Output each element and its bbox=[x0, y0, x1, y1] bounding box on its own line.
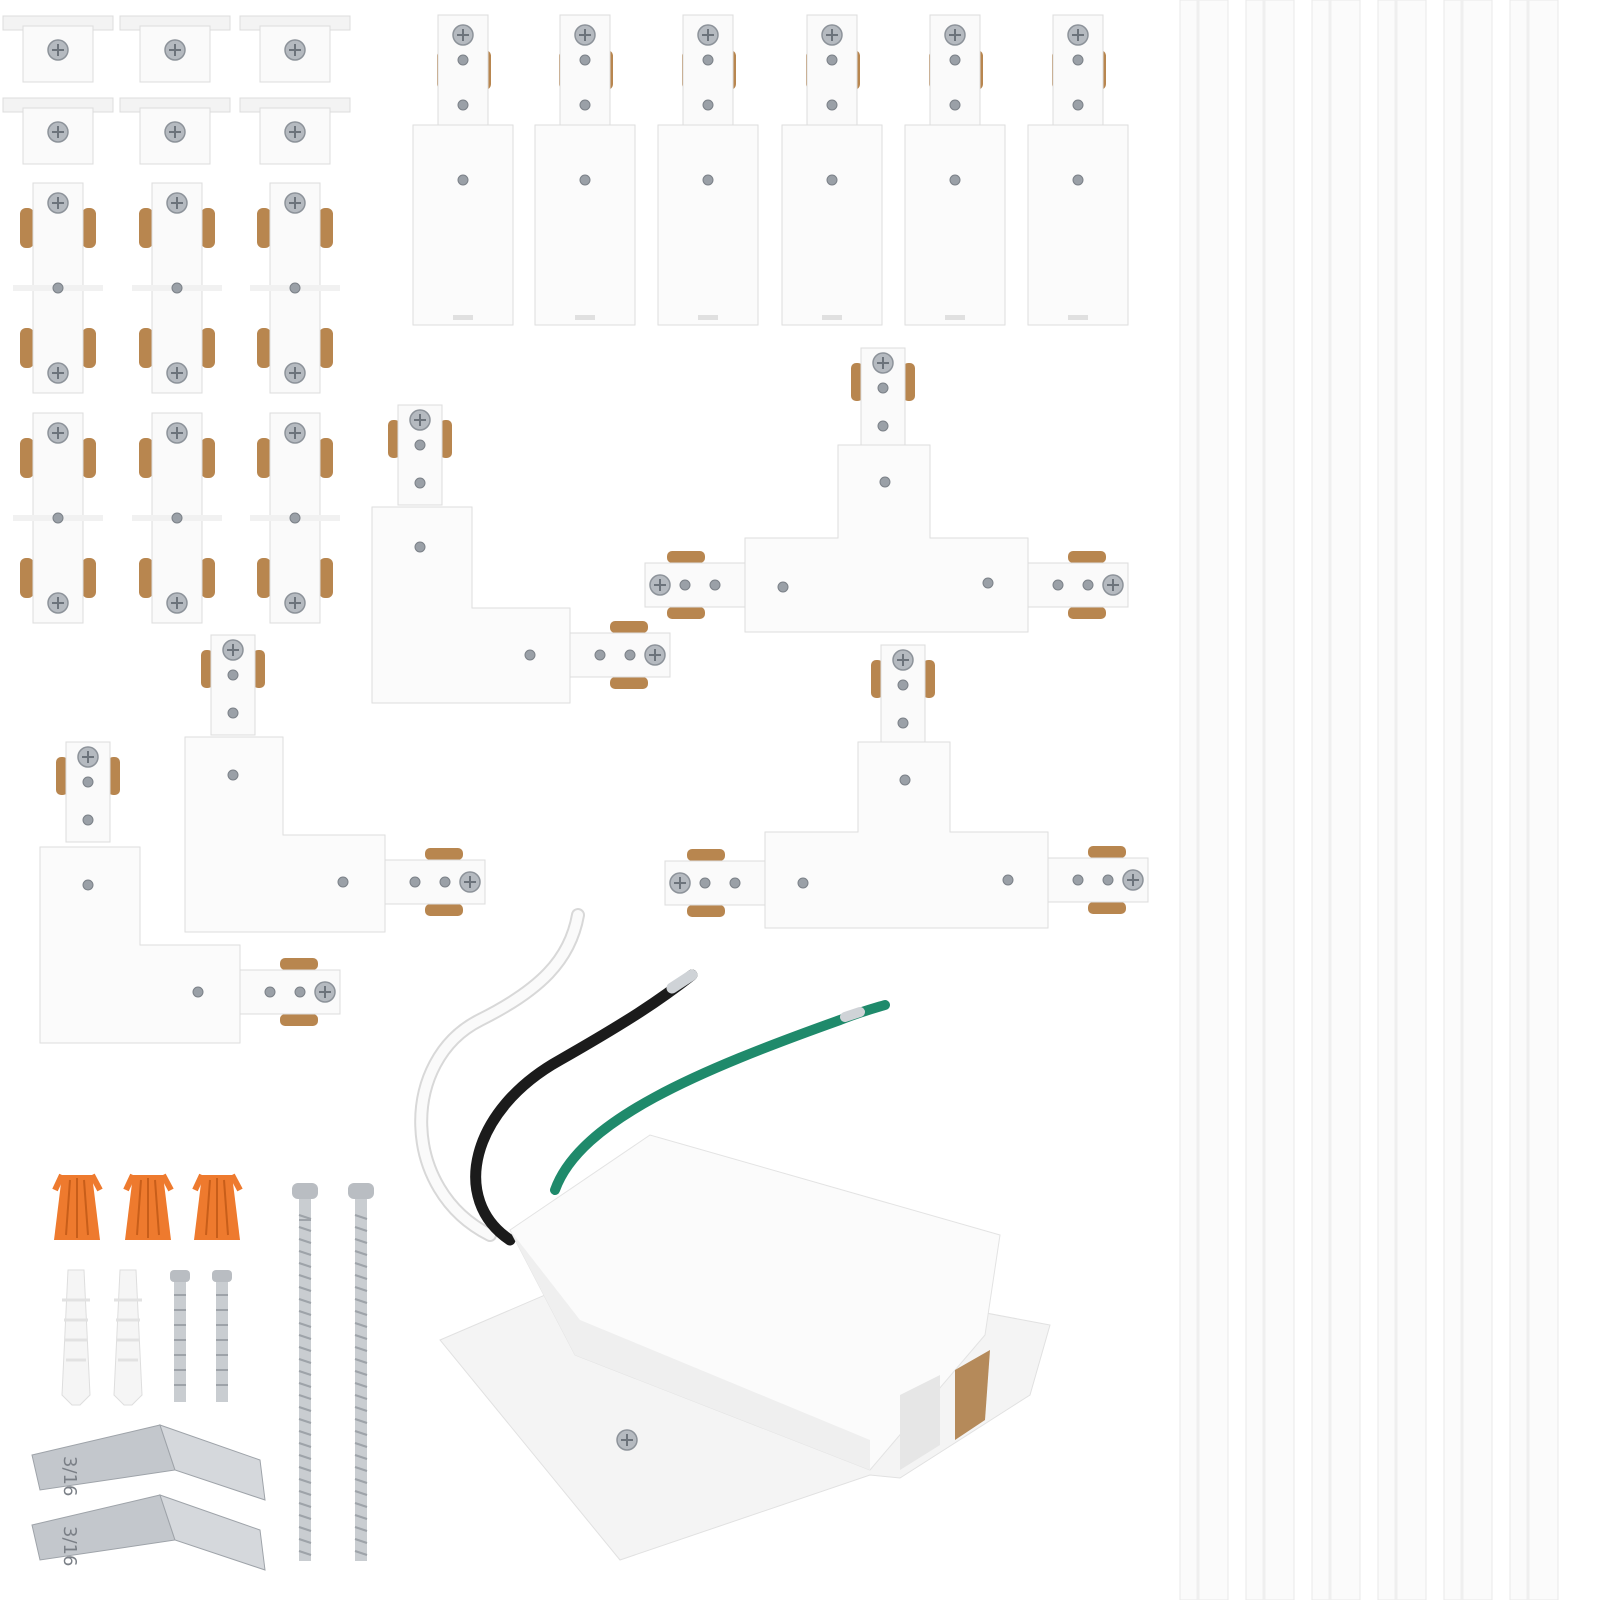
screw-thread bbox=[298, 1238, 312, 1244]
black-wire bbox=[470, 969, 698, 1246]
screw-thread bbox=[298, 1418, 312, 1424]
wire-nut bbox=[52, 1173, 103, 1240]
wire-nuts bbox=[52, 1173, 243, 1240]
screw-thread bbox=[354, 1274, 368, 1280]
short-screw bbox=[170, 1270, 190, 1402]
t-connector bbox=[665, 645, 1148, 929]
screw-thread bbox=[298, 1310, 312, 1316]
l-connector bbox=[184, 635, 485, 933]
screw-thread bbox=[298, 1226, 312, 1232]
screw-thread bbox=[354, 1394, 368, 1400]
screw-thread bbox=[298, 1250, 312, 1256]
l-connector bbox=[39, 742, 340, 1044]
screw-thread bbox=[354, 1334, 368, 1340]
screw-thread bbox=[354, 1250, 368, 1256]
straight-connector bbox=[13, 183, 103, 393]
screw-thread bbox=[354, 1478, 368, 1484]
screw-thread bbox=[298, 1514, 312, 1520]
screw-thread bbox=[298, 1274, 312, 1280]
track-rails bbox=[1179, 0, 1559, 1600]
screw-thread bbox=[298, 1334, 312, 1340]
screw-thread bbox=[298, 1382, 312, 1388]
screw-thread bbox=[354, 1406, 368, 1412]
screw-thread bbox=[354, 1310, 368, 1316]
screw-thread bbox=[354, 1262, 368, 1268]
track-rail bbox=[1311, 0, 1361, 1600]
screw-thread bbox=[298, 1442, 312, 1448]
screw-thread bbox=[298, 1346, 312, 1352]
screw-thread bbox=[298, 1262, 312, 1268]
screw-thread bbox=[354, 1214, 368, 1220]
screw-thread bbox=[298, 1526, 312, 1532]
screw-thread bbox=[354, 1418, 368, 1424]
live-end-feed bbox=[439, 1134, 1051, 1561]
screw-thread bbox=[298, 1478, 312, 1484]
screw-thread bbox=[354, 1502, 368, 1508]
screw-thread bbox=[298, 1490, 312, 1496]
screw-thread bbox=[298, 1370, 312, 1376]
screw-thread bbox=[354, 1238, 368, 1244]
track-rail bbox=[1245, 0, 1295, 1600]
straight-connector bbox=[132, 413, 222, 623]
screw-thread bbox=[298, 1358, 312, 1364]
l-connector bbox=[371, 405, 670, 704]
toggle-wing: 3/16 bbox=[31, 1494, 266, 1571]
screw-thread bbox=[354, 1286, 368, 1292]
wire-nut bbox=[123, 1173, 174, 1240]
wall-anchor bbox=[113, 1269, 143, 1406]
wire-nut bbox=[192, 1173, 243, 1240]
straight-connector bbox=[250, 183, 340, 393]
track-rail bbox=[1377, 0, 1427, 1600]
screw-thread bbox=[298, 1538, 312, 1544]
screw-thread bbox=[354, 1442, 368, 1448]
screw-thread bbox=[298, 1430, 312, 1436]
screw-thread bbox=[354, 1466, 368, 1472]
toggle-stamp: 3/16 bbox=[59, 1456, 80, 1496]
screw-thread bbox=[298, 1298, 312, 1304]
screw-thread bbox=[298, 1502, 312, 1508]
screw-thread bbox=[354, 1526, 368, 1532]
screw-thread bbox=[298, 1406, 312, 1412]
screw-thread bbox=[354, 1370, 368, 1376]
screw-thread bbox=[354, 1454, 368, 1460]
screw-thread bbox=[354, 1490, 368, 1496]
track-rail bbox=[1443, 0, 1493, 1600]
screw-thread bbox=[354, 1226, 368, 1232]
screw-thread bbox=[298, 1550, 312, 1556]
screw-thread bbox=[354, 1550, 368, 1556]
screw-thread bbox=[298, 1322, 312, 1328]
screw-thread bbox=[354, 1382, 368, 1388]
short-screws bbox=[170, 1270, 232, 1402]
short-screw bbox=[212, 1270, 232, 1402]
screw-thread bbox=[354, 1298, 368, 1304]
toggle-stamp: 3/16 bbox=[59, 1526, 80, 1566]
screw-thread bbox=[354, 1430, 368, 1436]
t-connector bbox=[645, 348, 1128, 633]
screw-thread bbox=[298, 1214, 312, 1220]
track-rail bbox=[1179, 0, 1229, 1600]
screw-thread bbox=[298, 1394, 312, 1400]
screw-thread bbox=[298, 1286, 312, 1292]
screw-thread bbox=[354, 1514, 368, 1520]
wall-anchors bbox=[61, 1269, 143, 1406]
screw-thread bbox=[298, 1454, 312, 1460]
straight-connector bbox=[132, 183, 222, 393]
screw-thread bbox=[354, 1322, 368, 1328]
feed-wires bbox=[414, 908, 890, 1246]
straight-connector bbox=[250, 413, 340, 623]
green-wire bbox=[550, 1000, 890, 1195]
straight-connector bbox=[13, 413, 103, 623]
track-rail bbox=[1509, 0, 1559, 1600]
screw-thread bbox=[354, 1538, 368, 1544]
toggle-wing: 3/16 bbox=[31, 1424, 266, 1501]
screw-thread bbox=[354, 1346, 368, 1352]
toggle-wings: 3/16 3/16 bbox=[31, 1424, 266, 1571]
screw-thread bbox=[354, 1358, 368, 1364]
screw-thread bbox=[298, 1466, 312, 1472]
wall-anchor bbox=[61, 1269, 91, 1406]
